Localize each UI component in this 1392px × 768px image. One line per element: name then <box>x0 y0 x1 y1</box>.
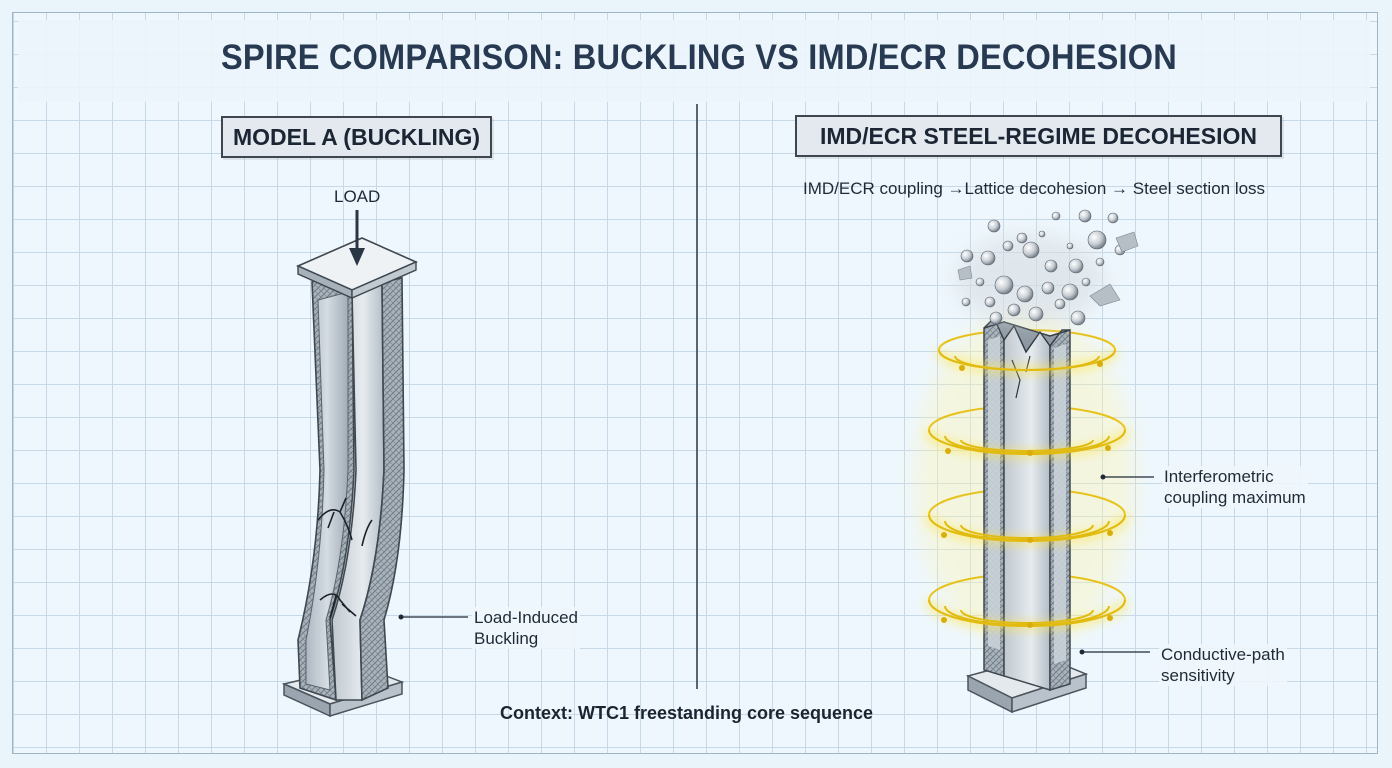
callout-conductive-path: Conductive-path sensitivity <box>1159 644 1287 686</box>
load-arrow-icon <box>349 210 365 266</box>
callout-line: Buckling <box>474 629 539 648</box>
title-band <box>18 20 1370 102</box>
decohesion-debris <box>955 209 1139 326</box>
conductive-callout-leader <box>1079 649 1150 655</box>
process-chain-text: IMD/ECR coupling →Lattice decohesion → S… <box>803 179 1266 198</box>
callout-line: Load-Induced <box>474 608 578 627</box>
load-label: LOAD <box>334 187 381 206</box>
buckling-column <box>281 210 468 718</box>
callout-line: Conductive-path <box>1161 645 1285 664</box>
callout-line: coupling maximum <box>1164 488 1306 507</box>
panel-divider <box>696 104 698 689</box>
panel-label-model-a: MODEL A (BUCKLING) <box>221 116 492 158</box>
callout-line: sensitivity <box>1161 666 1235 685</box>
panel-label-imd-ecr: IMD/ECR STEEL-REGIME DECOHESION <box>795 115 1282 157</box>
callout-line: Interferometric <box>1164 467 1274 486</box>
right-flange <box>359 277 405 702</box>
page-title: SPIRE COMPARISON: BUCKLING VS IMD/ECR DE… <box>221 38 1177 77</box>
decohesion-column <box>915 209 1154 714</box>
callout-load-induced-buckling: Load-Induced Buckling <box>472 607 580 649</box>
buckling-callout-leader <box>398 614 468 620</box>
interferometric-callout-leader <box>1100 474 1154 480</box>
coupling-rings-front <box>924 349 1130 631</box>
buckling-cracks <box>317 497 373 619</box>
callout-interferometric-coupling: Interferometric coupling maximum <box>1162 466 1308 508</box>
fractured-top <box>983 316 1071 354</box>
context-caption: Context: WTC1 freestanding core sequence <box>500 703 874 723</box>
